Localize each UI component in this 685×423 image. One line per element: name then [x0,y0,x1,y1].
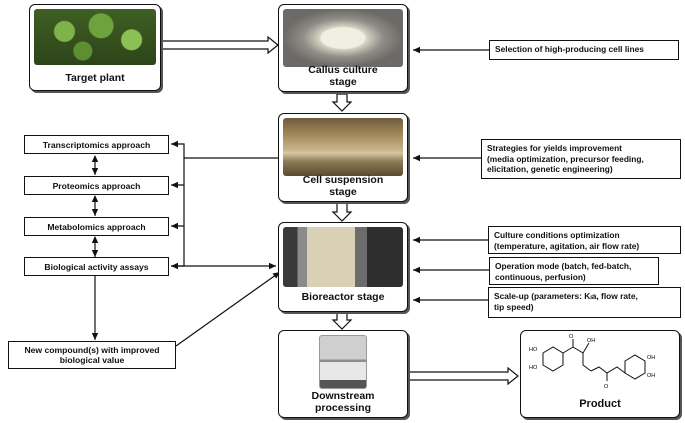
bioreactor-photo [283,227,403,287]
mol-label-oh-3: OH [647,373,655,379]
bioreactor-stage-label: Bioreactor stage [301,291,385,303]
bioassays-box: Biological activity assays [24,257,169,276]
metabolomics-box: Metabolomics approach [24,217,169,236]
arrow-plant-to-callus [160,35,279,55]
downstream-photo [319,335,367,389]
line-to-bioassays [171,226,185,270]
mol-label-oh-2: OH [647,355,655,361]
suspension-stage-label: Cell suspension stage [302,174,384,198]
line-to-proteomics [171,158,185,189]
selection-box: Selection of high-producing cell lines [489,40,679,60]
line-to-metabolomics [171,185,185,230]
callus-stage-label: Callus culture stage [308,64,378,88]
arrow-downstream-to-product [406,366,519,386]
proteomics-box: Proteomics approach [24,176,169,195]
bioreactor-stage-box: Bioreactor stage [278,222,408,312]
target-plant-photo [34,9,156,65]
mol-label-ho-1: HO [529,347,538,353]
suspension-stage-box: Cell suspension stage [278,113,408,202]
product-box: HO HO O OH O OH OH Product [520,330,680,418]
strategies-box: Strategies for yields improvement (media… [481,139,681,179]
target-plant-label: Target plant [65,72,125,84]
downstream-label: Downstream processing [311,390,375,414]
scaleup-box: Scale-up (parameters: Kₗa, flow rate, ti… [488,287,681,318]
operation-mode-box: Operation mode (batch, fed-batch, contin… [489,257,659,285]
mol-label-oh-1: OH [587,338,595,344]
mol-label-ho-2: HO [529,365,538,371]
mol-label-o-2: O [604,384,609,390]
suspension-photo [283,118,403,176]
arrow-suspension-to-bioreactor [331,202,353,222]
arrow-bioreactor-to-downstream [331,312,353,330]
arrow-new-compound-to-bioreactor [175,271,281,347]
new-compound-box: New compound(s) with improved biological… [8,341,176,369]
arrow-callus-to-suspension [331,93,353,112]
product-label: Product [579,398,621,410]
culture-conditions-box: Culture conditions optimization (tempera… [488,226,681,254]
target-plant-box: Target plant [29,4,161,91]
downstream-box: Downstream processing [278,330,408,418]
mol-label-o-1: O [569,334,574,340]
transcriptomics-box: Transcriptomics approach [24,135,169,154]
callus-stage-box: Callus culture stage [278,4,408,92]
line-suspension-to-approaches [171,140,278,159]
product-molecule: HO HO O OH O OH OH [529,334,655,390]
callus-photo [283,9,403,67]
